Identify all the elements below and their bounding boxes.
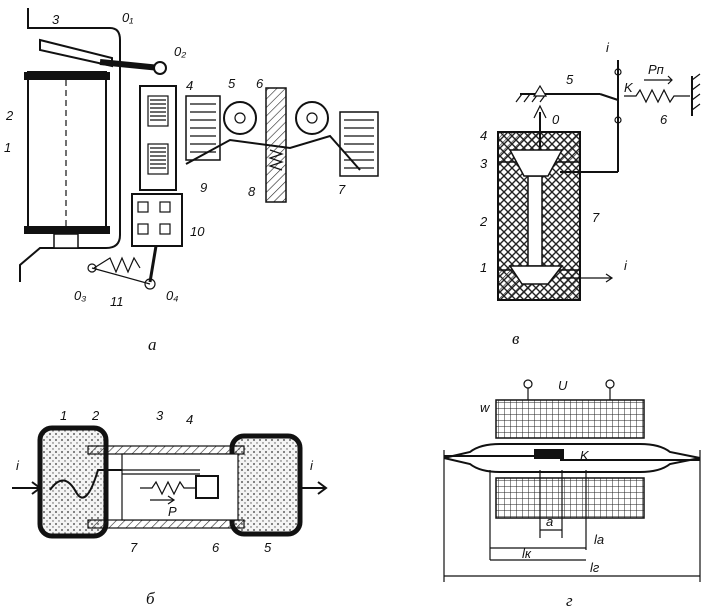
panel-a: 3 0₁ 0₂ 4 5 6 2 1 9 8 7 10 0₃ 11 0₄ а [4,8,379,354]
pivot-o3 [87,263,97,273]
label-a-8: 8 [248,184,256,199]
label-a-4: 4 [186,78,193,93]
label-g-U: U [558,378,568,393]
label-b-1: 1 [60,408,67,423]
label-v-5: 5 [566,72,574,87]
coil-1 [27,71,107,233]
label-a-2: 2 [5,108,14,123]
label-g-K: K [580,448,590,463]
label-a-O1: 0₁ [122,10,133,25]
label-b-7: 7 [130,540,138,555]
label-v-1: 1 [480,260,487,275]
arc-chute-left [185,95,221,161]
coil-winding-top [495,399,645,439]
label-g-la: lа [594,532,604,547]
label-a-3: 3 [52,12,60,27]
label-b-i-right: i [310,458,314,473]
arc-chute-right [339,111,379,177]
label-b-i-left: i [16,458,20,473]
label-a-10: 10 [190,224,205,239]
label-g-a: a [546,514,553,529]
label-a-11: 11 [110,294,124,309]
label-b-4: 4 [186,412,193,427]
label-a-6: 6 [256,76,264,91]
panel-g: w U K a lа lк lг г [443,378,701,610]
label-v-6: 6 [660,112,668,127]
roller-6 [295,101,329,135]
label-v-4: 4 [480,128,487,143]
roller-5 [223,101,257,135]
label-b-2: 2 [91,408,100,423]
label-a-O3: 0₃ [74,288,86,303]
label-v-K: K [624,80,634,95]
coil-winding-bottom [495,477,645,519]
pivot-o2 [153,61,167,75]
label-v-7: 7 [592,210,600,225]
label-a-9: 9 [200,180,207,195]
label-a-1: 1 [4,140,11,155]
panel-b: 1 2 3 4 i i P 7 6 5 б [12,408,328,608]
label-b-3: 3 [156,408,164,423]
yoke-frame [19,8,121,282]
caption-b: б [146,589,155,608]
label-b-6: 6 [212,540,220,555]
solder-6 [195,475,219,499]
fuse-cap-left [37,425,109,539]
block-10 [131,193,183,247]
label-b-P: P [168,504,177,519]
label-g-lk: lк [522,546,532,561]
label-g-w: w [480,400,491,415]
label-v-3: 3 [480,156,488,171]
label-g-lg: lг [590,560,600,575]
label-a-5: 5 [228,76,236,91]
label-v-i-top: i [606,40,610,55]
glass-tube [443,443,701,473]
label-a-O2: 0₂ [174,44,186,59]
caption-a: а [148,335,157,354]
panel-v: i Pп 5 K 0 6 4 3 2 7 1 i в [479,40,701,348]
label-a-7: 7 [338,182,346,197]
pivot-o4 [144,278,156,290]
label-v-0: 0 [552,112,560,127]
label-b-5: 5 [264,540,272,555]
contact-stack [139,85,177,191]
caption-v: в [512,329,520,348]
label-a-O4: 0₄ [166,288,178,303]
label-v-2: 2 [479,214,488,229]
label-v-i-right: i [624,258,628,273]
label-v-Pp: Pп [648,62,664,77]
caption-g: г [566,591,573,610]
